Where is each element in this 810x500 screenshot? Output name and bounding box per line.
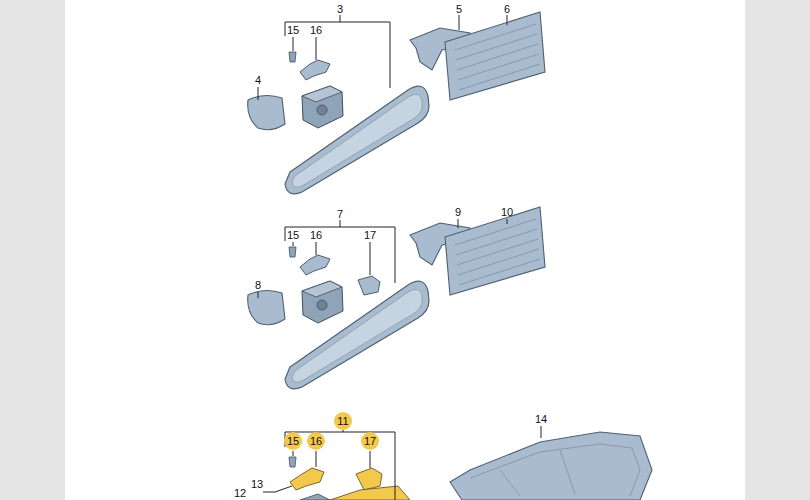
callout-number: 17 [364, 229, 376, 241]
highlighted-callout: 11 [334, 412, 352, 430]
callout-number: 16 [310, 229, 322, 241]
callout-number: 15 [287, 229, 299, 241]
callout-number: 7 [337, 208, 343, 220]
callout-number: 9 [455, 206, 461, 218]
callout-number: 12 [234, 487, 246, 499]
callout-number: 5 [456, 3, 462, 15]
callout-number: 4 [255, 74, 261, 86]
callout-number: 17 [364, 435, 376, 447]
callout-number: 16 [310, 24, 322, 36]
highlighted-callout: 15 [284, 432, 302, 450]
callout-number: 11 [337, 415, 348, 427]
callout-number: 15 [287, 435, 299, 447]
callout-number: 15 [287, 24, 299, 36]
callout-number: 14 [535, 413, 547, 425]
callout-number: 16 [310, 435, 322, 447]
callout-number: 10 [501, 206, 513, 218]
highlighted-callout: 17 [361, 432, 379, 450]
callout-number: 13 [251, 478, 263, 490]
callout-number: 3 [337, 3, 343, 15]
callout-number: 6 [504, 3, 510, 15]
callout-number: 8 [255, 279, 261, 291]
highlighted-callout: 16 [307, 432, 325, 450]
